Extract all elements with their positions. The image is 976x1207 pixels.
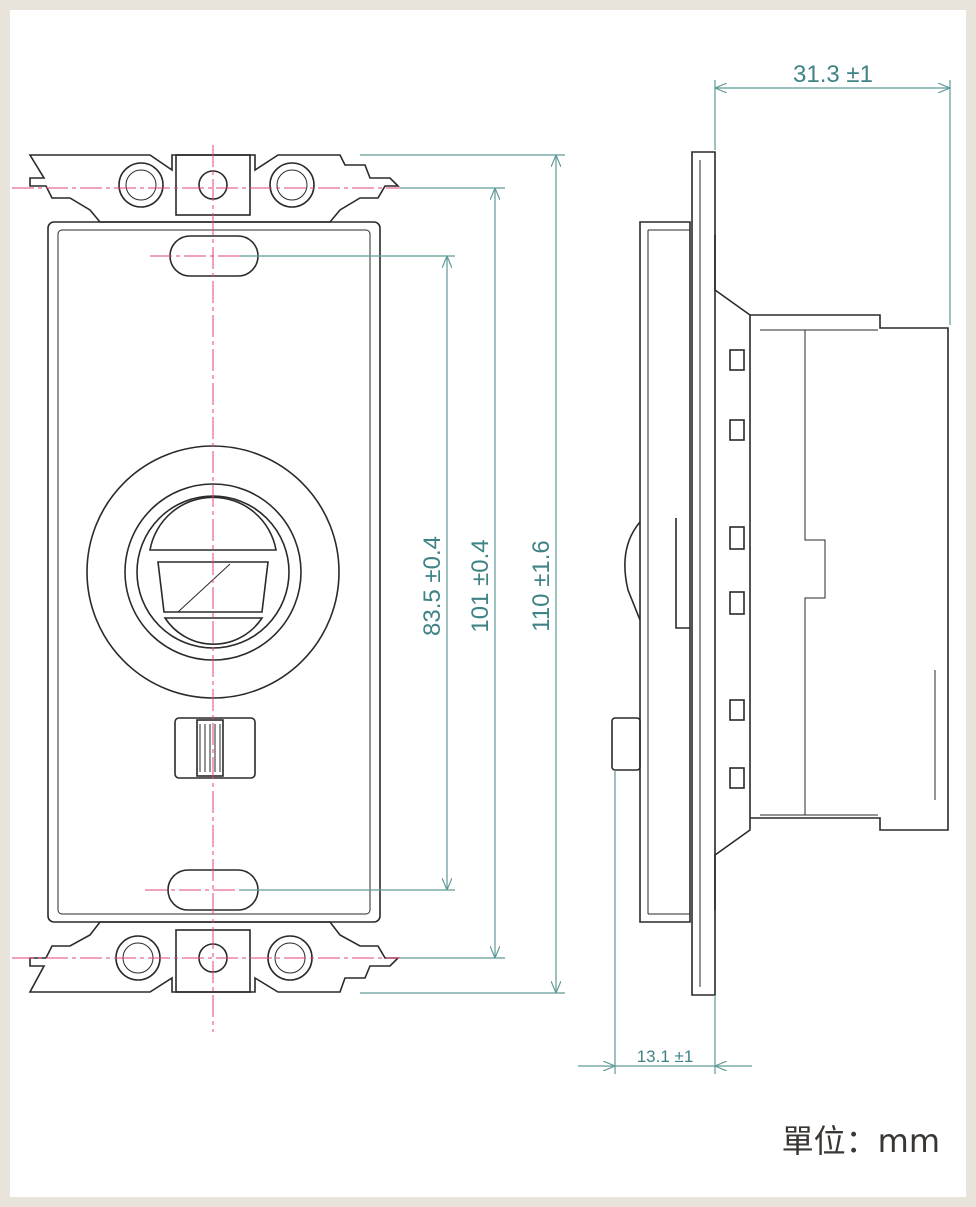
overall-height-label: 110 ±1.6 — [528, 540, 555, 631]
sensor-lens-top — [149, 496, 277, 551]
side-view — [611, 151, 949, 996]
front-dimensions: 83.5 ±0.4 101 ±0.4 110 ±1.6 — [240, 154, 565, 994]
side-body — [750, 314, 949, 831]
side-switch — [611, 717, 641, 771]
mount-hole — [269, 162, 315, 208]
side-mounting-plate — [691, 151, 716, 996]
side-housing-step — [714, 235, 751, 910]
hole-pitch-label: 83.5 ±0.4 — [419, 536, 446, 636]
side-face-plate — [639, 221, 691, 923]
unit-label: 單位：mm — [781, 1122, 940, 1160]
top-mounting-frame — [28, 154, 400, 223]
side-dimensions: 31.3 ±1 13.1 ±1 — [578, 61, 951, 1074]
depth-label: 31.3 ±1 — [793, 61, 873, 88]
mount-hole — [118, 162, 164, 208]
side-clips — [729, 349, 745, 789]
mount-pitch-label: 101 ±0.4 — [467, 539, 494, 632]
bottom-mounting-frame — [28, 921, 400, 993]
mode-switch — [174, 717, 256, 779]
drawing-sheet — [10, 10, 966, 1197]
front-view — [12, 145, 420, 1032]
side-lens — [624, 518, 690, 629]
face-plate — [47, 221, 381, 923]
front-protrusion-label: 13.1 ±1 — [637, 1047, 694, 1066]
